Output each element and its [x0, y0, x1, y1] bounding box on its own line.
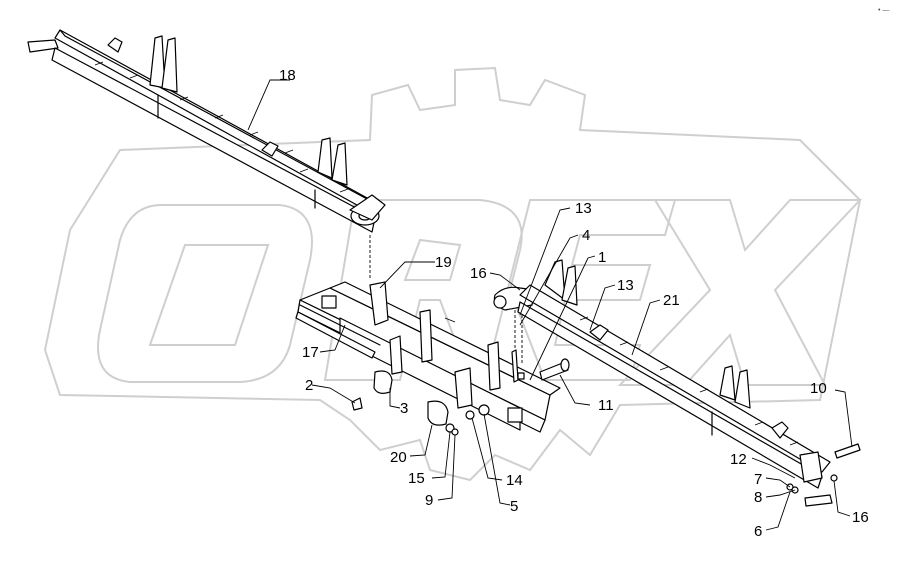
callout-1: 1 — [598, 249, 606, 266]
callout-13b: 13 — [617, 277, 634, 294]
right-bracket — [544, 259, 566, 301]
right-beam-end-tab — [804, 494, 833, 507]
callout-5: 5 — [510, 498, 518, 515]
right-beam-end-plate — [799, 451, 823, 483]
callout-16a: 15 — [408, 470, 425, 487]
callout-10: 10 — [810, 380, 827, 397]
bushing-part-18 — [427, 400, 449, 426]
center-frame — [295, 281, 561, 433]
callout-6: 6 — [754, 523, 762, 540]
upper-beam — [27, 29, 386, 233]
washer-part-9 — [451, 428, 459, 436]
callout-20: 18 — [279, 67, 296, 84]
upper-bracket — [317, 137, 333, 179]
callout-16b: 16 — [852, 509, 869, 526]
callout-13a: 13 — [575, 200, 592, 217]
right-bracket — [719, 365, 736, 401]
callout-4: 4 — [582, 227, 590, 244]
washer-part-14 — [465, 410, 475, 420]
pivot-shaft — [295, 311, 376, 359]
callout-14: 14 — [506, 472, 523, 489]
watermark-gear-outline — [43, 66, 862, 482]
washer-part-5 — [478, 404, 490, 416]
leader-lines — [247, 79, 853, 531]
bolt-part-10 — [834, 443, 861, 459]
bolt-part-13 — [511, 349, 519, 383]
callout-18: 20 — [390, 449, 407, 466]
callouts: 18 13 4 1 13 21 16 19 17 2 3 20 15 9 14 … — [279, 67, 869, 540]
callout-12: 12 — [730, 451, 747, 468]
watermark: • — — [43, 7, 889, 482]
callout-15: 16 — [470, 265, 487, 282]
upper-bracket — [149, 35, 166, 89]
callout-9: 9 — [425, 492, 433, 509]
callout-3: 3 — [400, 400, 408, 417]
callout-17: 17 — [302, 344, 319, 361]
callout-2: 2 — [305, 377, 313, 394]
callout-11: 11 — [598, 397, 614, 414]
right-beam — [517, 259, 861, 507]
callout-21: 21 — [663, 292, 680, 309]
corner-mark: • — — [878, 7, 889, 14]
upper-beam-end-tab — [27, 39, 59, 53]
bolt-part-2 — [351, 397, 363, 411]
watermark-letter-e — [483, 199, 677, 381]
nut-part-16b — [830, 474, 838, 482]
watermark-letter-o — [97, 204, 313, 383]
callout-8: 8 — [754, 489, 762, 506]
callout-7: 7 — [754, 471, 762, 488]
clamp-part-3 — [373, 370, 393, 394]
watermark-letter-x — [617, 199, 863, 386]
callout-19: 19 — [435, 254, 452, 271]
